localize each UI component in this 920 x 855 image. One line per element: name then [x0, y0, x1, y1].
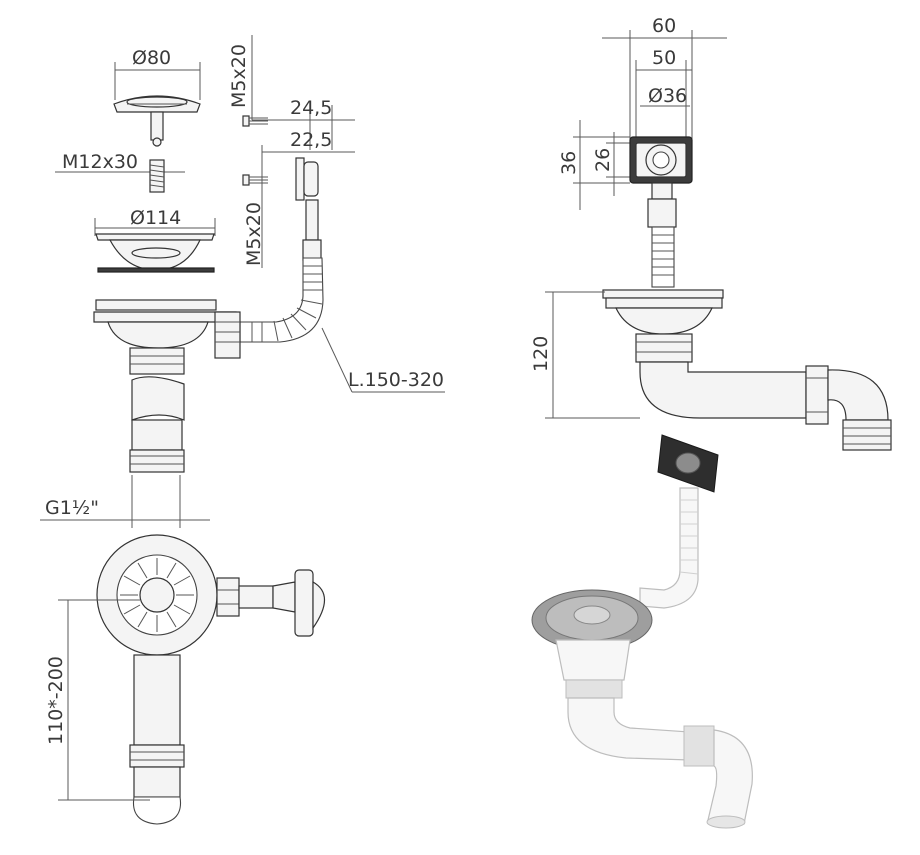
exploded-side-view: Ø80 M5x20 24,5 22,5 M12x30 — [40, 35, 445, 528]
strainer-basket — [95, 233, 215, 271]
strainer-plug — [113, 95, 201, 147]
dim-overflow-height: 36 — [558, 151, 580, 175]
dim-screw-top: M5x20 — [228, 44, 250, 108]
hose-ribs — [251, 265, 323, 342]
top-view: 110*-200 — [45, 534, 326, 825]
overflow-hose — [239, 257, 324, 343]
overflow-hose-right — [651, 226, 675, 288]
dim-thread: G1½" — [45, 497, 99, 519]
dim-hose-length: L.150-320 — [348, 369, 444, 391]
strainer-slots — [120, 558, 194, 632]
overflow-head — [295, 157, 322, 261]
product-render — [531, 434, 753, 829]
drain-body — [93, 299, 241, 473]
overflow-plate — [629, 136, 693, 184]
threaded-bolt — [149, 159, 165, 193]
dim-bolt: M12x30 — [62, 151, 138, 173]
dim-inner-width: 50 — [652, 47, 676, 69]
dim-screw-bottom: M5x20 — [243, 202, 265, 266]
rubber-gasket — [97, 267, 215, 273]
dim-drain-height: 120 — [530, 336, 552, 372]
dim-height-range: 110*-200 — [45, 656, 67, 745]
dim-outer-width: 60 — [652, 15, 676, 37]
assembled-side-view: 60 50 Ø36 36 26 — [530, 15, 892, 451]
dim-overflow-diameter: Ø36 — [648, 85, 687, 107]
dim-overflow-width-1: 24,5 — [290, 97, 332, 119]
dim-strainer-diameter: Ø80 — [132, 47, 171, 69]
dim-basket-diameter: Ø114 — [130, 207, 181, 229]
dim-overflow-inner-height: 26 — [592, 148, 614, 172]
dim-overflow-width-2: 22,5 — [290, 129, 332, 151]
